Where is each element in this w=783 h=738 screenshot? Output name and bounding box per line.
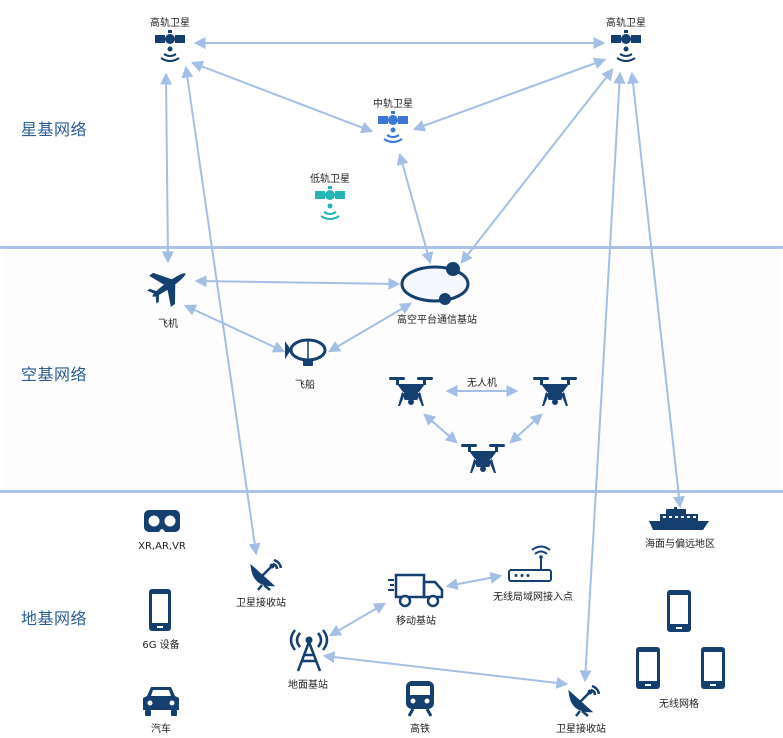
arrow-geo-right-meo bbox=[412, 57, 607, 132]
label-train: 高铁 bbox=[410, 724, 430, 735]
label-truck: 移动基站 bbox=[396, 616, 436, 627]
satellite-geo-left-icon bbox=[155, 30, 185, 62]
label-wireless-grid: 无线网格 bbox=[659, 699, 699, 710]
label-geo-right: 高轨卫星 bbox=[606, 18, 646, 29]
section-label-space: 星基网络 bbox=[21, 120, 88, 139]
mobile-base-truck-icon bbox=[388, 573, 444, 608]
satellite-dish-left-icon bbox=[250, 558, 283, 591]
vr-headset-icon bbox=[144, 510, 180, 532]
wifi-router-icon bbox=[508, 545, 552, 582]
label-airship: 飞船 bbox=[295, 380, 315, 391]
satellite-dish-right-icon bbox=[568, 684, 601, 717]
label-sat-rx-left: 卫星接收站 bbox=[236, 598, 286, 609]
arrow-airplane-haps bbox=[194, 275, 401, 290]
arrow-uav-right-bottom bbox=[509, 413, 543, 444]
phone-6g-icon bbox=[149, 589, 171, 631]
satellite-meo-icon bbox=[378, 111, 408, 143]
label-ship: 海面与偏远地区 bbox=[645, 539, 715, 550]
arrow-geo-right-satrx bbox=[579, 71, 626, 683]
label-router: 无线局域网接入点 bbox=[493, 592, 573, 603]
label-haps: 高空平台通信基站 bbox=[397, 315, 477, 326]
satellite-leo-icon bbox=[315, 186, 345, 220]
arrow-geo-left-meo bbox=[190, 60, 374, 134]
satellite-geo-right-icon bbox=[611, 30, 641, 62]
label-tower: 地面基站 bbox=[288, 680, 328, 691]
phone-grid-top-icon bbox=[667, 590, 691, 632]
ship-icon bbox=[649, 507, 709, 530]
divider-air-ground bbox=[0, 490, 783, 493]
arrow-airship-haps bbox=[327, 302, 413, 353]
arrow-geo-left-airplane bbox=[160, 72, 174, 264]
phone-grid-left-icon bbox=[636, 647, 660, 689]
label-xr: XR,AR,VR bbox=[138, 541, 186, 552]
drone-bottom-icon bbox=[461, 444, 505, 473]
haps-platform-icon bbox=[400, 262, 470, 305]
drone-right-icon bbox=[533, 377, 577, 406]
label-airplane: 飞机 bbox=[158, 319, 178, 330]
arrow-geo-right-haps bbox=[460, 68, 614, 264]
label-meo: 中轨卫星 bbox=[373, 99, 413, 110]
cell-tower-icon bbox=[289, 629, 329, 672]
airplane-icon bbox=[147, 272, 186, 307]
arrow-geo-right-ship bbox=[627, 71, 685, 509]
section-label-ground: 地基网络 bbox=[21, 609, 88, 628]
train-icon bbox=[406, 681, 434, 717]
label-sat-rx-right: 卫星接收站 bbox=[556, 724, 606, 735]
section-label-air: 空基网络 bbox=[21, 365, 88, 384]
arrow-truck-router bbox=[445, 571, 503, 591]
label-car: 汽车 bbox=[151, 724, 171, 735]
arrow-tower-truck bbox=[328, 602, 387, 637]
arrow-tower-satrx bbox=[322, 651, 569, 689]
arrow-airplane-airship bbox=[183, 304, 286, 353]
car-icon bbox=[143, 687, 179, 716]
label-uav: 无人机 bbox=[467, 378, 497, 389]
arrow-uav-left-bottom bbox=[423, 413, 458, 444]
drone-left-icon bbox=[389, 377, 433, 406]
divider-space-air bbox=[0, 246, 783, 249]
label-leo: 低轨卫星 bbox=[310, 174, 350, 185]
label-geo-left: 高轨卫星 bbox=[150, 18, 190, 29]
airship-icon bbox=[285, 338, 327, 366]
phone-grid-right-icon bbox=[701, 647, 725, 689]
label-6g-device: 6G 设备 bbox=[142, 640, 180, 651]
arrow-meo-haps bbox=[396, 152, 434, 265]
